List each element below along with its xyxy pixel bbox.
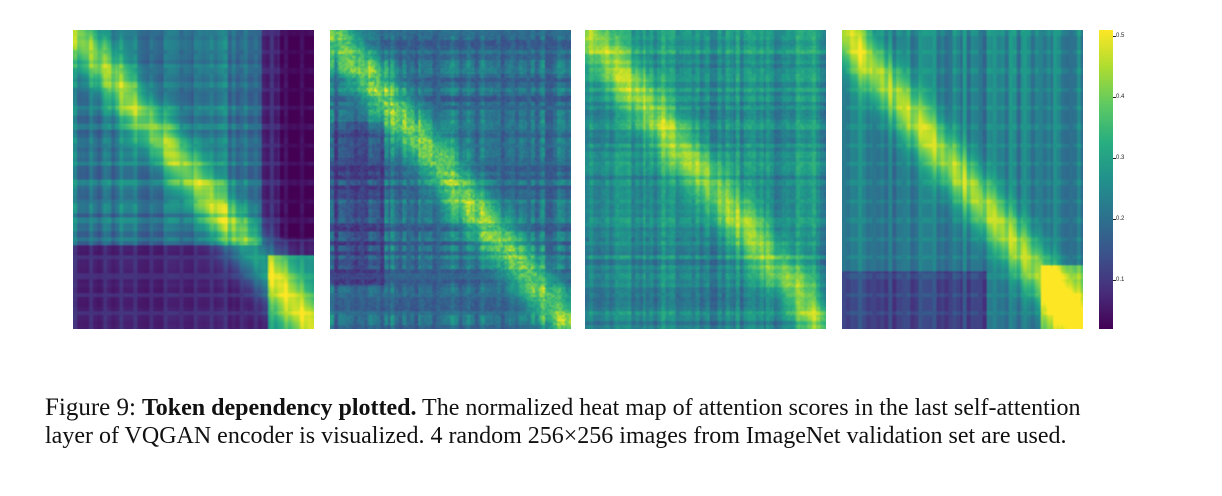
heatmap-canvas-4	[842, 30, 1083, 329]
heatmap-canvas-1	[73, 30, 314, 329]
figure-caption: Figure 9: Token dependency plotted. The …	[45, 394, 1210, 450]
heatmap-canvas-3	[585, 30, 826, 329]
colorbar-tick-0.3: 0.3	[1112, 155, 1125, 162]
heatmap-panel-2	[330, 30, 571, 329]
caption-text-line1: The normalized heat map of attention sco…	[416, 395, 1081, 421]
heatmap-canvas-2	[330, 30, 571, 329]
caption-title: Token dependency plotted.	[141, 395, 417, 421]
heatmap-panel-1	[73, 30, 314, 329]
caption-text-line2: layer of VQGAN encoder is visualized. 4 …	[45, 423, 1067, 449]
heatmap-panel-3	[585, 30, 826, 329]
colorbar-tick-0.4: 0.4	[1112, 94, 1125, 101]
heatmap-panel-4	[842, 30, 1083, 329]
colorbar-tick-0.5: 0.5	[1112, 33, 1125, 40]
colorbar-tick-0.1: 0.1	[1112, 277, 1125, 284]
colorbar-tick-0.2: 0.2	[1112, 216, 1125, 223]
figure-label: Figure 9:	[45, 394, 136, 421]
colorbar	[1099, 30, 1113, 329]
